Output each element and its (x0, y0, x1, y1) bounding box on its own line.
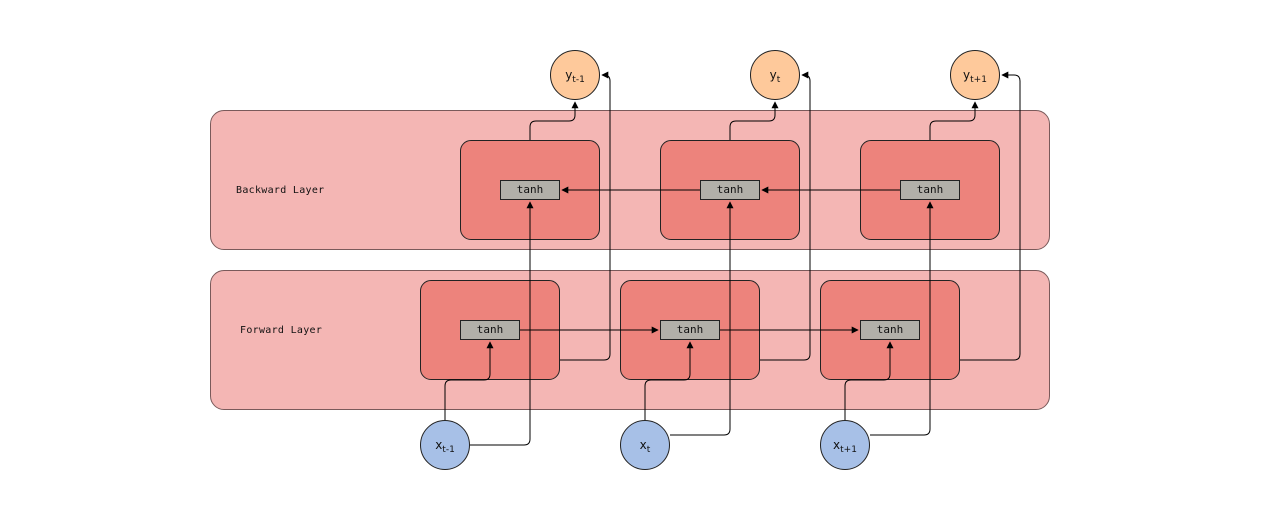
input-node-x-t+1: xt+1 (820, 420, 870, 470)
backward-tanh-t: tanh (700, 180, 760, 200)
output-label: y (769, 68, 777, 82)
output-subscript: t+1 (970, 75, 987, 85)
input-subscript: t (646, 445, 651, 455)
input-subscript: t-1 (442, 445, 455, 455)
input-node-x-t: xt (620, 420, 670, 470)
output-label: y (565, 68, 573, 82)
output-label: y (963, 68, 971, 82)
input-label: x (435, 438, 443, 452)
forward-tanh-t+1: tanh (860, 320, 920, 340)
forward-layer-label: Forward Layer (240, 325, 323, 336)
input-subscript: t+1 (840, 445, 857, 455)
output-subscript: t-1 (572, 75, 585, 85)
output-node-y-t+1: yt+1 (950, 50, 1000, 100)
input-node-x-t-1: xt-1 (420, 420, 470, 470)
backward-tanh-t-1: tanh (500, 180, 560, 200)
output-subscript: t (776, 75, 781, 85)
input-label: x (639, 438, 647, 452)
input-label: x (833, 438, 841, 452)
forward-tanh-t: tanh (660, 320, 720, 340)
output-node-y-t: yt (750, 50, 800, 100)
backward-tanh-t+1: tanh (900, 180, 960, 200)
backward-layer-label: Backward Layer (236, 185, 325, 196)
forward-tanh-t-1: tanh (460, 320, 520, 340)
output-node-y-t-1: yt-1 (550, 50, 600, 100)
